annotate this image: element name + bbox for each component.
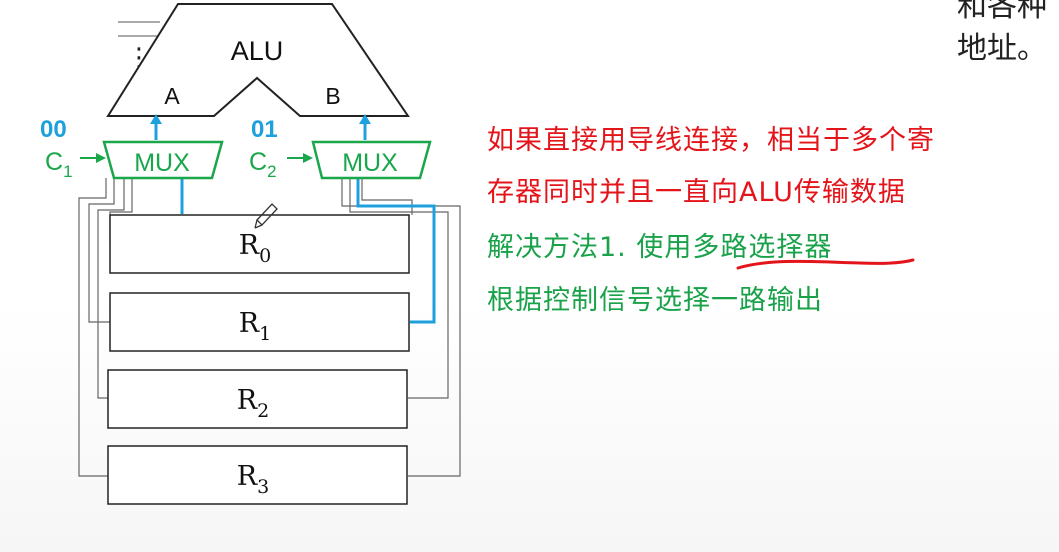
note-line-3: 解决方法1. 使用多路选择器: [487, 232, 833, 263]
note-line-2: 存器同时并且一直向ALU传输数据: [487, 177, 906, 208]
alu-port-a-label: A: [164, 83, 180, 109]
arrow-heads: [150, 114, 371, 124]
register-r3: R3: [107, 445, 408, 505]
mux-left-label: MUX: [134, 149, 190, 177]
svg-text:R2: R2: [237, 385, 269, 422]
mux-left: [102, 140, 224, 180]
alu-port-b-label: B: [325, 83, 340, 109]
svg-text:R1: R1: [239, 308, 271, 345]
svg-text:R3: R3: [237, 461, 269, 498]
alu-label: ALU: [231, 36, 284, 66]
alu-shape: [106, 3, 410, 117]
mux-left-control-arrowhead: [96, 153, 106, 163]
note-line-1: 如果直接用导线连接，相当于多个寄: [487, 125, 935, 156]
pen-cursor-icon: [254, 203, 278, 229]
svg-text:R0: R0: [239, 230, 271, 267]
alu-mux-diagram: ⋮ ALU A B MUX 00 C1 MUX 01 C2 R0: [40, 3, 461, 505]
mux-right-control-label: C2: [249, 148, 277, 181]
mux-left-control-subscript: 1: [63, 162, 72, 181]
register-r2: R2: [107, 369, 408, 429]
mux-right-control-subscript: 2: [267, 162, 276, 181]
mux-right-select-code: 01: [251, 116, 278, 143]
register-wires: [78, 178, 461, 477]
note-line-4: 根据控制信号选择一路输出: [487, 285, 823, 316]
mux-left-control-label: C1: [45, 148, 73, 181]
register-r0: R0: [109, 214, 410, 274]
alu-input-lines: [118, 21, 160, 37]
handwritten-underline: [736, 258, 915, 270]
active-data-paths: [154, 122, 436, 324]
corner-text: 和各种 地址。: [957, 0, 1047, 66]
mux-right-control-arrowhead: [303, 153, 313, 163]
register-r1: R1: [109, 292, 410, 352]
mux-right-label: MUX: [342, 149, 398, 177]
mux-left-select-code: 00: [40, 116, 67, 143]
mux-right: [311, 140, 432, 180]
